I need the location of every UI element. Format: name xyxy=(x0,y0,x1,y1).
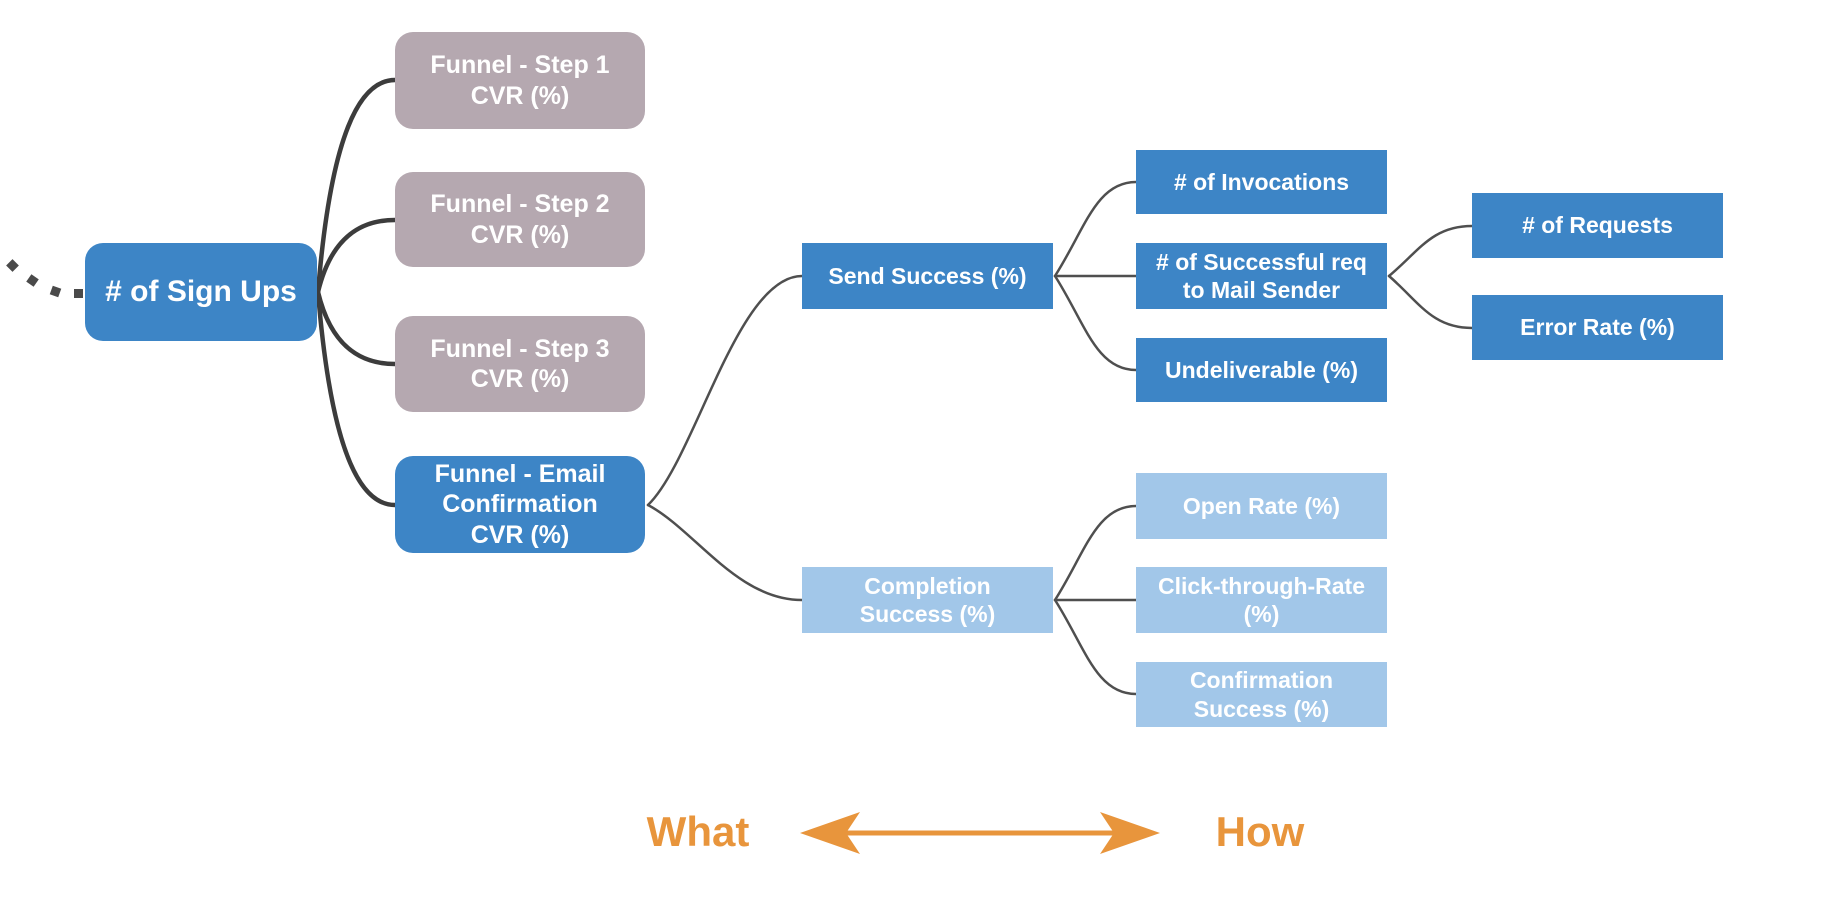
connector-signups-step3 xyxy=(315,289,398,367)
node-error-rate: Error Rate (%) xyxy=(1472,295,1723,360)
connector-completion-openrate xyxy=(1053,504,1138,602)
node-funnel-step3-cvr: Funnel - Step 3 CVR (%) xyxy=(395,316,645,412)
node-requests: # of Requests xyxy=(1472,193,1723,258)
node-funnel-email-confirmation-cvr: Funnel - Email Confirmation CVR (%) xyxy=(395,456,645,553)
connector-signups-step2 xyxy=(315,217,398,295)
node-successful-req-mail-sender: # of Successful req to Mail Sender xyxy=(1136,243,1387,309)
what-how-arrow xyxy=(800,812,1160,854)
connector-successfulreq-requests xyxy=(1387,224,1474,278)
node-completion-success: Completion Success (%) xyxy=(802,567,1053,633)
connector-completion-confsuccess xyxy=(1053,598,1138,696)
node-confirmation-success: Confirmation Success (%) xyxy=(1136,662,1387,727)
dotted-line xyxy=(6,259,83,298)
axis-label-what: What xyxy=(646,808,750,855)
node-signups: # of Sign Ups xyxy=(85,243,317,341)
node-undeliverable: Undeliverable (%) xyxy=(1136,338,1387,402)
connector-send-undeliverable xyxy=(1053,274,1138,372)
node-funnel-step2-cvr: Funnel - Step 2 CVR (%) xyxy=(395,172,645,267)
connector-email-sendsuccess xyxy=(646,274,804,507)
node-send-success: Send Success (%) xyxy=(802,243,1053,309)
node-click-through-rate: Click-through-Rate (%) xyxy=(1136,567,1387,633)
connector-signups-step1 xyxy=(315,77,398,295)
node-open-rate: Open Rate (%) xyxy=(1136,473,1387,539)
connector-send-invocations xyxy=(1053,180,1138,278)
node-funnel-step1-cvr: Funnel - Step 1 CVR (%) xyxy=(395,32,645,129)
axis-label-how: How xyxy=(1215,808,1305,855)
connector-successfulreq-errorrate xyxy=(1387,274,1474,330)
connector-email-completion xyxy=(646,503,804,602)
node-invocations: # of Invocations xyxy=(1136,150,1387,214)
connector-signups-email xyxy=(315,289,398,508)
